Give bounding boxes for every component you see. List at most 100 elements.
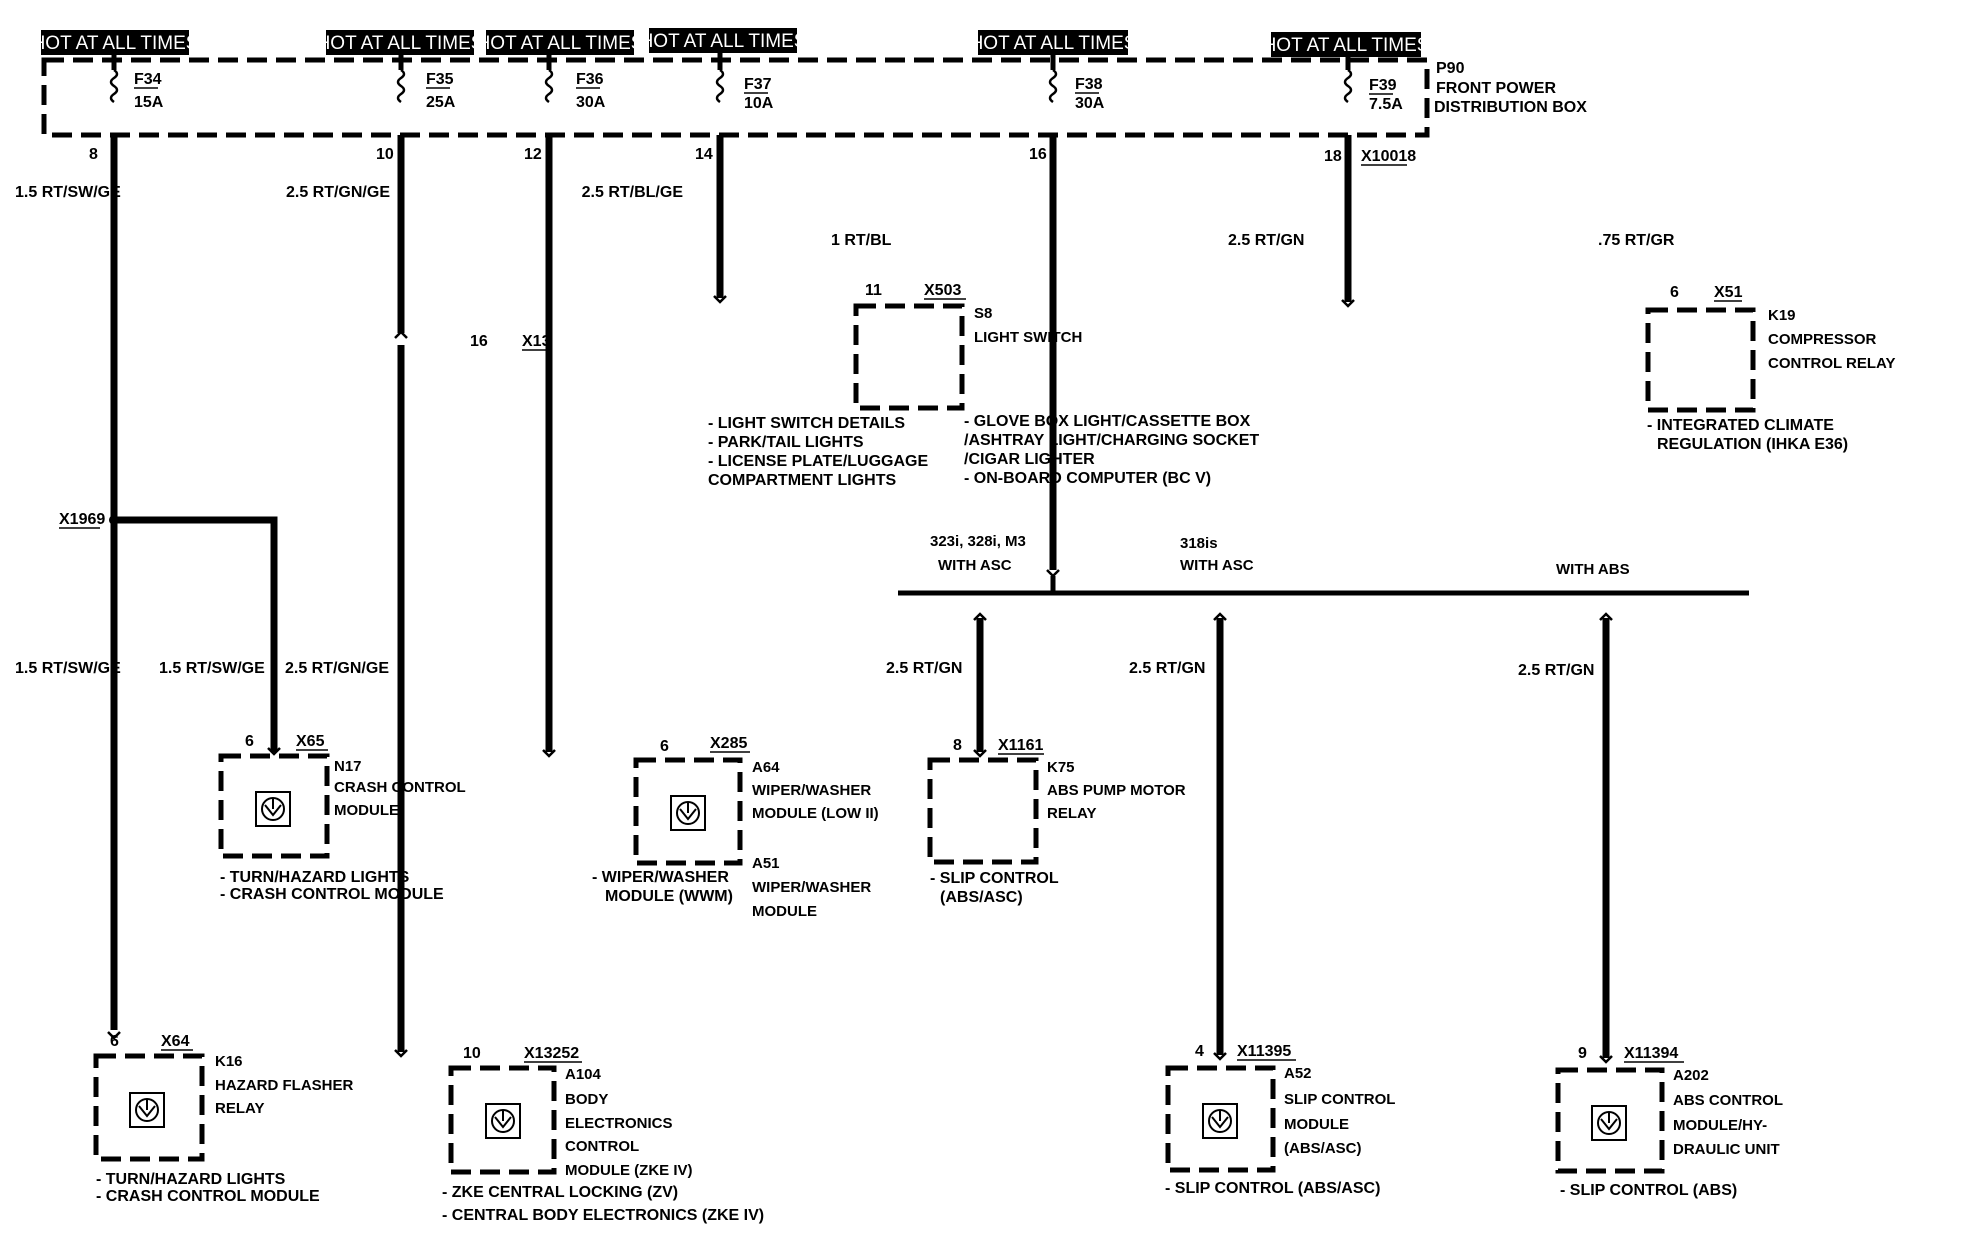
svg-text:- ZKE CENTRAL LOCKING (ZV): - ZKE CENTRAL LOCKING (ZV) [442,1184,678,1201]
svg-text:/ASHTRAY LIGHT/CHARGING SOCKET: /ASHTRAY LIGHT/CHARGING SOCKET [964,432,1259,449]
svg-text:WITH ABS: WITH ABS [1556,561,1630,578]
svg-text:SLIP CONTROL: SLIP CONTROL [1284,1091,1395,1108]
svg-text:WITH ASC: WITH ASC [938,557,1012,574]
hot-label-f39: HOT AT ALL TIMES [1263,32,1430,57]
fuse-f38-id: F38 [1075,76,1103,93]
x13-id: X13 [522,333,551,350]
component-a52: 4 X11395 A52 SLIP CONTROL MODULE (ABS/AS… [1165,1043,1395,1197]
power-box-name-2: DISTRIBUTION BOX [1434,99,1587,116]
wire-label-f35: 2.5 RT/GN/GE [286,184,390,201]
bus-connector-mark [1046,569,1060,578]
svg-text:S8: S8 [974,305,992,322]
wire-label-x1969-right: 1.5 RT/SW/GE [159,660,265,677]
svg-text:MODULE: MODULE [752,903,817,920]
svg-text:- GLOVE BOX LIGHT/CASSETTE BOX: - GLOVE BOX LIGHT/CASSETTE BOX [964,413,1251,430]
svg-text:6: 6 [110,1033,119,1050]
fuse-f39-rating: 7.5A [1369,96,1403,113]
x13-pin: 16 [470,333,488,350]
hot-label-f36: HOT AT ALL TIMES [477,30,643,55]
svg-text:X13252: X13252 [524,1045,579,1062]
component-a104: 10 X13252 A104 BODY ELECTRONICS CONTROL … [394,1045,764,1224]
svg-text:- LICENSE PLATE/LUGGAGE: - LICENSE PLATE/LUGGAGE [708,453,928,470]
svg-text:HOT AT ALL TIMES: HOT AT ALL TIMES [32,33,199,54]
module-icon [1202,1103,1238,1139]
svg-text:10: 10 [463,1045,481,1062]
hot-label-f37: HOT AT ALL TIMES [640,28,807,53]
fuse-f38: F38 30A [1048,55,1105,112]
fuse-f35: F35 25A [396,55,456,111]
svg-text:K19: K19 [1768,307,1796,324]
fuse-f34: F34 15A [109,55,164,111]
wire-label-a202: 2.5 RT/GN [1518,662,1594,679]
pin-f36: 12 [524,146,542,163]
svg-text:HOT AT ALL TIMES: HOT AT ALL TIMES [317,33,484,54]
svg-text:MODULE: MODULE [334,802,399,819]
module-icon [129,1092,165,1128]
branch-labels: 323i, 328i, M3 WITH ASC 318is WITH ASC W… [930,533,1630,578]
svg-text:ABS CONTROL: ABS CONTROL [1673,1092,1783,1109]
svg-text:- CRASH CONTROL MODULE: - CRASH CONTROL MODULE [220,886,444,903]
component-a202: 9 X11394 A202 ABS CONTROL MODULE/HY- DRA… [1555,1045,1783,1199]
pin-f34: 8 [89,146,98,163]
svg-text:11: 11 [865,282,882,299]
fuse-f39: F39 7.5A [1343,57,1403,113]
component-k16: 6 X64 K16 HAZARD FLASHER RELAY - TURN/HA… [93,1031,353,1205]
module-icon [1591,1105,1627,1141]
svg-text:WITH ASC: WITH ASC [1180,557,1254,574]
svg-text:X65: X65 [296,733,325,750]
component-k19: 6 X51 K19 COMPRESSOR CONTROL RELAY - INT… [1341,284,1896,453]
connector-x13-mark [394,330,408,339]
svg-text:X1161: X1161 [998,737,1043,754]
module-icon [485,1103,521,1139]
fuse-f38-rating: 30A [1075,95,1105,112]
component-a64: 6 X285 A64 WIPER/WASHER MODULE (LOW II) … [542,735,879,920]
svg-text:HOT AT ALL TIMES: HOT AT ALL TIMES [1263,35,1430,56]
svg-text:318is: 318is [1180,535,1218,552]
wire-label-x13: 2.5 RT/GN/GE [285,660,389,677]
fuse-f35-rating: 25A [426,94,456,111]
svg-text:RELAY: RELAY [215,1100,264,1117]
fuse-f34-rating: 15A [134,94,164,111]
svg-text:COMPRESSOR: COMPRESSOR [1768,331,1877,348]
svg-text:A202: A202 [1673,1067,1709,1084]
svg-text:X285: X285 [710,735,747,752]
svg-text:A52: A52 [1284,1065,1312,1082]
a202-feed-mark [1599,612,1613,621]
svg-text:DRAULIC UNIT: DRAULIC UNIT [1673,1141,1780,1158]
svg-text:- WIPER/WASHER: - WIPER/WASHER [592,869,729,886]
module-icon [255,791,291,827]
svg-text:REGULATION (IHKA E36): REGULATION (IHKA E36) [1657,436,1848,453]
fuse-f35-id: F35 [426,71,454,88]
notes-f36: - LIGHT SWITCH DETAILS - PARK/TAIL LIGHT… [708,415,928,489]
svg-text:HOT AT ALL TIMES: HOT AT ALL TIMES [970,33,1137,54]
component-n17: 6 X65 N17 CRASH CONTROL MODULE - TURN/HA… [218,733,466,903]
svg-text:X503: X503 [924,282,961,299]
fuse-f34-id: F34 [134,71,162,88]
svg-text:WIPER/WASHER: WIPER/WASHER [752,879,871,896]
module-icon [670,795,706,831]
fuse-f36-rating: 30A [576,94,606,111]
svg-text:HOT AT ALL TIMES: HOT AT ALL TIMES [640,31,807,52]
fuse-f36-id: F36 [576,71,604,88]
svg-text:A51: A51 [752,855,780,872]
svg-text:- PARK/TAIL LIGHTS: - PARK/TAIL LIGHTS [708,434,864,451]
svg-text:BODY: BODY [565,1091,608,1108]
fuse-f37: F37 10A [715,53,774,112]
svg-text:323i, 328i, M3: 323i, 328i, M3 [930,533,1026,550]
svg-text:CONTROL: CONTROL [565,1138,639,1155]
svg-text:- SLIP CONTROL (ABS/ASC): - SLIP CONTROL (ABS/ASC) [1165,1180,1380,1197]
svg-text:- TURN/HAZARD LIGHTS: - TURN/HAZARD LIGHTS [96,1171,286,1188]
svg-text:COMPARTMENT LIGHTS: COMPARTMENT LIGHTS [708,472,896,489]
pin-f37: 14 [695,146,713,163]
k75-feed-mark [973,612,987,621]
wire-label-f38: 2.5 RT/GN [1228,232,1304,249]
svg-text:9: 9 [1578,1045,1587,1062]
wire-label-k75: 2.5 RT/GN [886,660,962,677]
svg-text:- SLIP CONTROL: - SLIP CONTROL [930,870,1059,887]
power-box-id: P90 [1436,60,1465,77]
svg-text:A64: A64 [752,759,780,776]
svg-text:(ABS/ASC): (ABS/ASC) [1284,1140,1362,1157]
pin-f35: 10 [376,146,394,163]
svg-text:- LIGHT SWITCH DETAILS: - LIGHT SWITCH DETAILS [708,415,905,432]
svg-text:- SLIP CONTROL (ABS): - SLIP CONTROL (ABS) [1560,1182,1737,1199]
